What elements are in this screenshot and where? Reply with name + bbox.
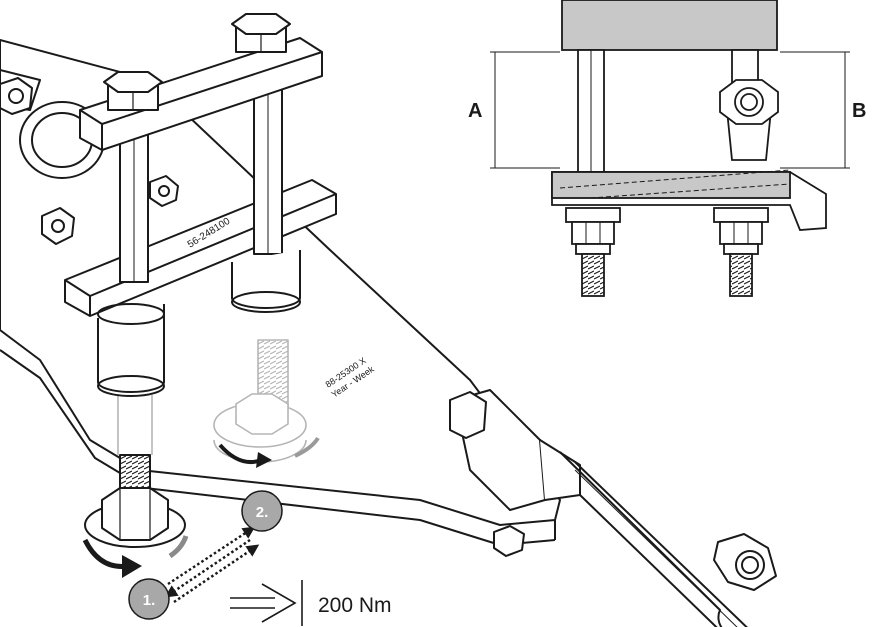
inset-link-bolt [719,79,779,161]
tool-rod-right [253,83,283,255]
torque-symbol [230,580,303,626]
hidden-bushing-outline [117,339,320,468]
inset-stud-right [713,207,769,297]
plate-nut-mid [149,175,179,207]
tool-bolt-left [103,71,163,111]
press-tool-upper-bar [79,37,323,151]
inset-stud-left [565,207,621,297]
side-bushing-bolt [449,389,777,627]
tool-bolt-right [231,13,291,53]
step-2-label: 2. [256,504,269,521]
mounting-nut [84,487,186,548]
torque-value: 200 Nm [318,594,392,617]
upper-mount-block [561,0,778,51]
step-2-badge: 2. [241,490,283,532]
left-plate-nut [41,207,75,245]
press-sleeve-left [97,303,165,397]
link-end-nut [713,533,777,591]
rotation-arrow [82,535,189,578]
main-view [0,13,777,627]
press-sleeve-right [231,250,301,313]
tightening-sequence-arrows [164,526,260,604]
measurement-inset [490,0,850,297]
lower-plate-nut [493,525,525,557]
dimension-b-label: B [852,100,866,122]
step-1-badge: 1. [128,578,170,620]
dimension-a-label: A [468,100,482,122]
step-1-label: 1. [143,592,156,609]
upper-left-nut [0,77,33,115]
tool-rod-left [119,119,149,283]
